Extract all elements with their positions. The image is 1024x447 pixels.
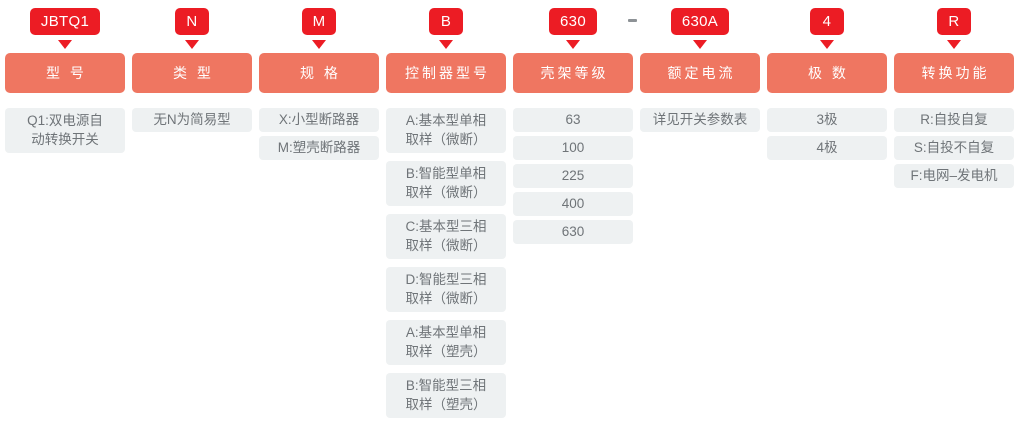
code-column-4: B 控制器型号 A:基本型单相 取样（微断） B:智能型单相 取样（微断） C:基本型三… [386, 0, 506, 426]
code-column-1: JBTQ1 型 号 Q1:双电源自 动转换开关 [5, 0, 125, 157]
column-header: 型 号 [5, 53, 125, 93]
code-badge[interactable]: R [937, 8, 971, 35]
column-header: 控制器型号 [386, 53, 506, 93]
code-badge[interactable]: 630 [549, 8, 597, 35]
option-chip[interactable]: B:智能型单相 取样（微断） [386, 161, 506, 206]
option-chip[interactable]: 详见开关参数表 [640, 108, 760, 132]
option-chip[interactable]: R:自投自复 [894, 108, 1014, 132]
code-column-8: R 转换功能 R:自投自复 S:自投不自复 F:电网–发电机 [894, 0, 1014, 192]
option-list: 无N为简易型 [132, 108, 252, 136]
option-chip[interactable]: 4极 [767, 136, 887, 160]
option-list: X:小型断路器 M:塑壳断路器 [259, 108, 379, 164]
column-header: 转换功能 [894, 53, 1014, 93]
code-badge[interactable]: JBTQ1 [29, 8, 101, 35]
option-list: 详见开关参数表 [640, 108, 760, 136]
option-chip[interactable]: S:自投不自复 [894, 136, 1014, 160]
code-column-3: M 规 格 X:小型断路器 M:塑壳断路器 [259, 0, 379, 164]
down-arrow-icon [439, 40, 453, 49]
down-arrow-icon [693, 40, 707, 49]
down-arrow-icon [185, 40, 199, 49]
column-header: 额定电流 [640, 53, 760, 93]
code-separator-dash [628, 19, 637, 22]
column-header: 极 数 [767, 53, 887, 93]
code-column-5: 630 壳架等级 63 100 225 400 630 [513, 0, 633, 248]
option-chip[interactable]: 630 [513, 220, 633, 244]
option-chip[interactable]: 3极 [767, 108, 887, 132]
code-column-6: 630A 额定电流详见开关参数表 [640, 0, 760, 136]
option-chip[interactable]: F:电网–发电机 [894, 164, 1014, 188]
down-arrow-icon [820, 40, 834, 49]
code-badge[interactable]: M [301, 8, 337, 35]
code-badge[interactable]: B [429, 8, 463, 35]
option-list: R:自投自复 S:自投不自复 F:电网–发电机 [894, 108, 1014, 192]
option-chip[interactable]: 100 [513, 136, 633, 160]
option-chip[interactable]: B:智能型三相 取样（塑壳） [386, 373, 506, 418]
option-list: Q1:双电源自 动转换开关 [5, 108, 125, 157]
option-chip[interactable]: Q1:双电源自 动转换开关 [5, 108, 125, 153]
option-chip[interactable]: C:基本型三相 取样（微断） [386, 214, 506, 259]
column-header: 规 格 [259, 53, 379, 93]
option-chip[interactable]: 无N为简易型 [132, 108, 252, 132]
code-badge[interactable]: 630A [670, 8, 730, 35]
column-header: 类 型 [132, 53, 252, 93]
code-badge[interactable]: N [175, 8, 209, 35]
option-chip[interactable]: 225 [513, 164, 633, 188]
code-badge[interactable]: 4 [810, 8, 844, 35]
option-chip[interactable]: A:基本型单相 取样（塑壳） [386, 320, 506, 365]
down-arrow-icon [312, 40, 326, 49]
option-chip[interactable]: M:塑壳断路器 [259, 136, 379, 160]
option-chip[interactable]: D:智能型三相 取样（微断） [386, 267, 506, 312]
code-column-2: N 类 型无N为简易型 [132, 0, 252, 136]
down-arrow-icon [566, 40, 580, 49]
option-chip[interactable]: 400 [513, 192, 633, 216]
down-arrow-icon [947, 40, 961, 49]
option-list: 63 100 225 400 630 [513, 108, 633, 248]
option-chip[interactable]: X:小型断路器 [259, 108, 379, 132]
column-header: 壳架等级 [513, 53, 633, 93]
option-list: A:基本型单相 取样（微断） B:智能型单相 取样（微断） C:基本型三相 取样（微… [386, 108, 506, 426]
option-chip[interactable]: A:基本型单相 取样（微断） [386, 108, 506, 153]
down-arrow-icon [58, 40, 72, 49]
option-chip[interactable]: 63 [513, 108, 633, 132]
